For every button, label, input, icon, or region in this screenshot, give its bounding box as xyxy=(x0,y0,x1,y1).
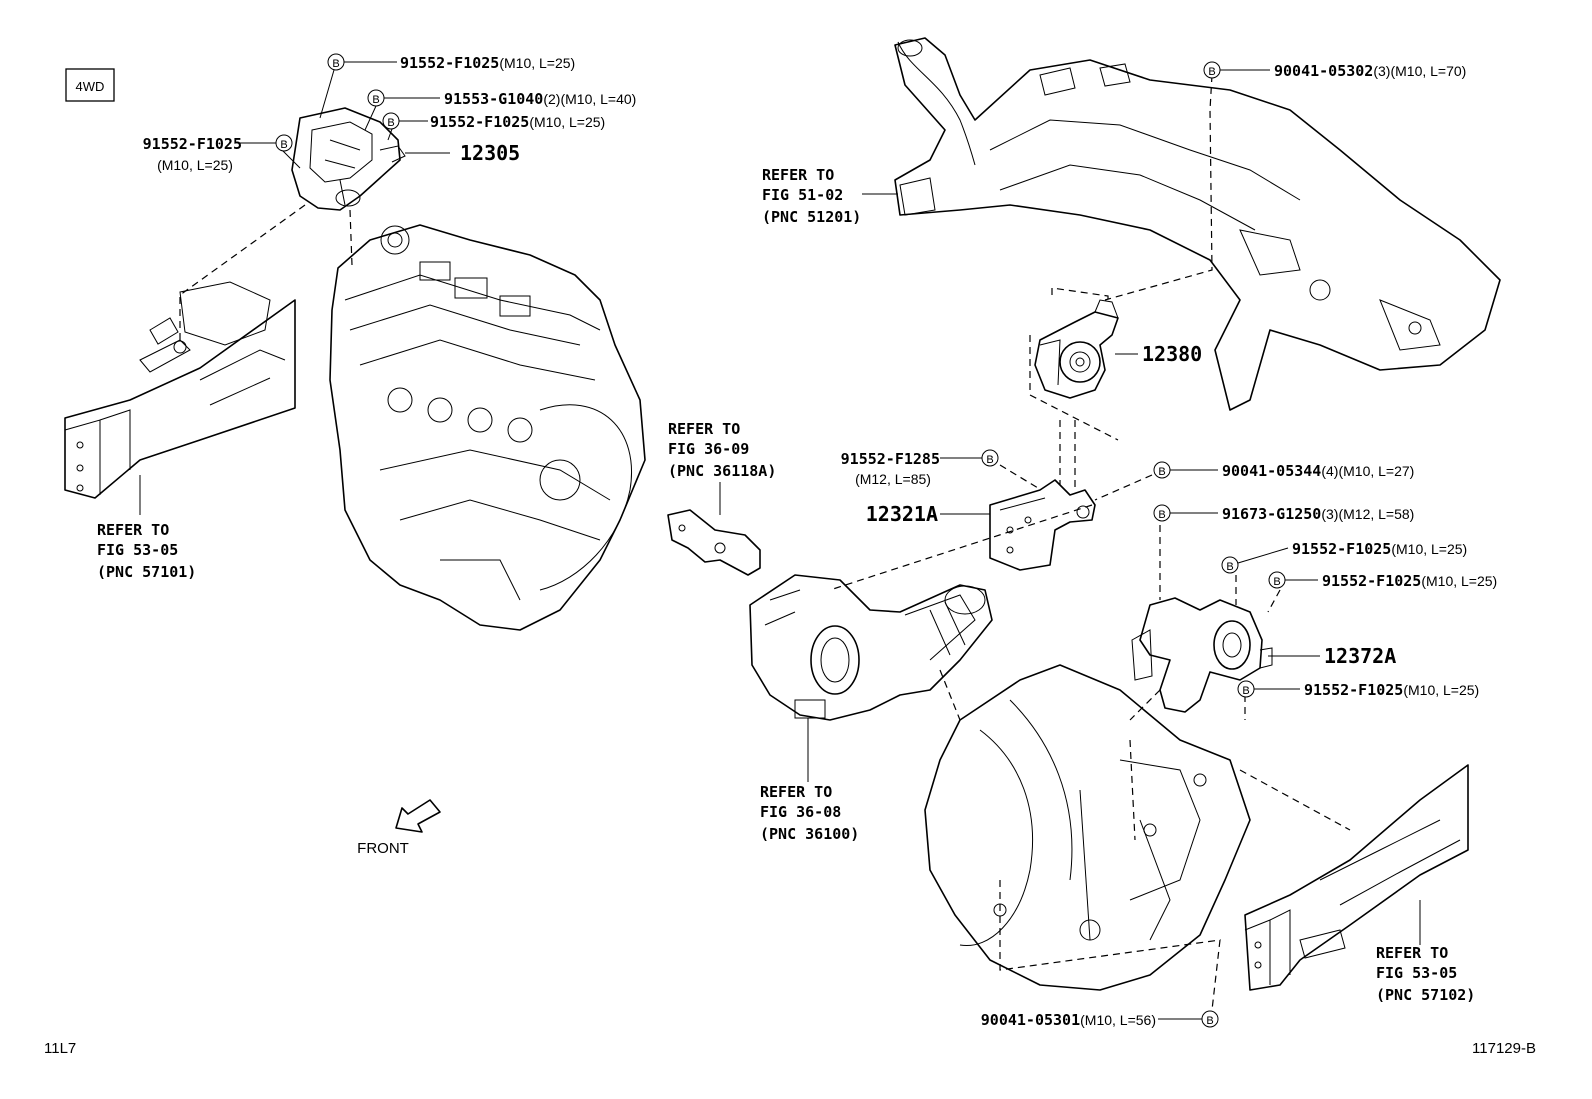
alignment-lines xyxy=(179,74,1351,1011)
callout-91552-F1025-c: 91552-F1025 xyxy=(143,135,242,153)
badge-4wd: 4WD xyxy=(65,68,115,102)
callout-91552-F1025-f: 91552-F1025(M10, L=25) xyxy=(1304,681,1479,699)
leader-lines xyxy=(139,61,1421,1020)
bolt-symbol: B xyxy=(1201,1010,1219,1028)
svg-text:FIG 36-08: FIG 36-08 xyxy=(760,803,841,821)
callout-91552-F1025-a: 91552-F1025(M10, L=25) xyxy=(400,54,575,72)
svg-text:REFER TO: REFER TO xyxy=(760,783,832,801)
svg-text:REFER TO: REFER TO xyxy=(97,521,169,539)
svg-text:REFER TO: REFER TO xyxy=(1376,944,1448,962)
transfer-case-drawing xyxy=(749,574,993,721)
refer-fig-51-02: REFER TO FIG 51-02 (PNC 51201) xyxy=(762,166,861,226)
svg-text:B: B xyxy=(1242,685,1249,697)
bracket-12321A-drawing xyxy=(989,479,1096,571)
svg-text:B: B xyxy=(1273,576,1280,588)
part-label-12305: 12305 xyxy=(460,141,520,165)
bolt-symbol: B xyxy=(981,449,999,467)
front-arrow-icon xyxy=(395,799,441,833)
refer-fig-36-09: REFER TO FIG 36-09 (PNC 36118A) xyxy=(668,420,776,480)
callout-91552-F1025-d: 91552-F1025(M10, L=25) xyxy=(1292,540,1467,558)
callout-90041-05301: 90041-05301(M10, L=56) xyxy=(981,1011,1156,1029)
part-label-12380: 12380 xyxy=(1142,342,1202,366)
bolt-symbol: B xyxy=(1153,504,1171,522)
callout-91552-F1025-e: 91552-F1025(M10, L=25) xyxy=(1322,572,1497,590)
svg-text:B: B xyxy=(280,139,287,151)
bolt-symbol: B xyxy=(275,134,293,152)
badge-4wd-label: 4WD xyxy=(76,79,105,94)
callout-91553-G1040: 91553-G1040(2)(M10, L=40) xyxy=(444,90,636,108)
svg-text:(PNC 57102): (PNC 57102) xyxy=(1376,986,1475,1004)
svg-text:REFER TO: REFER TO xyxy=(762,166,834,184)
refer-fig-53-05-left: REFER TO FIG 53-05 (PNC 57101) xyxy=(97,521,196,581)
bolt-symbol: B xyxy=(1203,61,1221,79)
svg-text:B: B xyxy=(332,58,339,70)
svg-text:FIG 51-02: FIG 51-02 xyxy=(762,186,843,204)
front-label: FRONT xyxy=(357,840,409,857)
bolt-symbol: B xyxy=(1268,571,1286,589)
callout-91552-F1285: 91552-F1285 xyxy=(841,450,940,468)
svg-text:B: B xyxy=(1206,1015,1213,1027)
svg-text:(PNC 36100): (PNC 36100) xyxy=(760,825,859,843)
callout-91552-F1025-b: 91552-F1025(M10, L=25) xyxy=(430,113,605,131)
engine-mount-12372A-drawing xyxy=(1131,597,1273,713)
refer-fig-53-05-right: REFER TO FIG 53-05 (PNC 57102) xyxy=(1376,944,1475,1004)
part-label-12321A: 12321A xyxy=(866,502,938,526)
svg-text:(PNC 57101): (PNC 57101) xyxy=(97,563,196,581)
callout-90041-05344: 90041-05344(4)(M10, L=27) xyxy=(1222,462,1414,480)
bolt-symbol: B xyxy=(1221,556,1239,574)
svg-text:REFER TO: REFER TO xyxy=(668,420,740,438)
bolt-symbol: B xyxy=(367,89,385,107)
engine-mount-12305-drawing xyxy=(291,107,406,211)
svg-text:B: B xyxy=(986,454,993,466)
bolt-symbols: B B B B B B B B B B B B xyxy=(275,53,1286,1028)
svg-text:FIG 53-05: FIG 53-05 xyxy=(97,541,178,559)
svg-text:FIG 36-09: FIG 36-09 xyxy=(668,440,749,458)
transmission-drawing xyxy=(924,664,1251,991)
part-label-12372A: 12372A xyxy=(1324,644,1396,668)
callout-91673-G1250: 91673-G1250(3)(M12, L=58) xyxy=(1222,505,1414,523)
svg-text:B: B xyxy=(1158,509,1165,521)
bolt-symbol: B xyxy=(1153,461,1171,479)
footer-left-code: 11L7 xyxy=(44,1040,76,1057)
svg-text:(PNC 51201): (PNC 51201) xyxy=(762,208,861,226)
bolt-symbol: B xyxy=(1237,680,1255,698)
svg-text:FIG 53-05: FIG 53-05 xyxy=(1376,964,1457,982)
bracket-36118A-drawing xyxy=(667,509,761,576)
svg-text:B: B xyxy=(372,94,379,106)
engine-block-drawing xyxy=(329,224,646,631)
engine-mount-12380-drawing xyxy=(1034,299,1119,399)
svg-text:B: B xyxy=(387,117,394,129)
svg-text:B: B xyxy=(1226,561,1233,573)
footer-right-code: 117129-B xyxy=(1472,1040,1536,1057)
refer-fig-36-08: REFER TO FIG 36-08 (PNC 36100) xyxy=(760,783,859,843)
callout-91552-F1025-c-spec: (M10, L=25) xyxy=(157,157,233,173)
svg-text:(PNC 36118A): (PNC 36118A) xyxy=(668,462,776,480)
left-frame-rail-drawing xyxy=(64,281,296,499)
svg-text:B: B xyxy=(1208,66,1215,78)
svg-text:B: B xyxy=(1158,466,1165,478)
bolt-symbol: B xyxy=(382,112,400,130)
right-frame-rail-drawing xyxy=(1244,764,1469,991)
callout-91552-F1285-spec: (M12, L=85) xyxy=(855,471,931,487)
callout-90041-05302: 90041-05302(3)(M10, L=70) xyxy=(1274,62,1466,80)
bolt-symbol: B xyxy=(327,53,345,71)
crossmember-drawing xyxy=(894,37,1501,411)
